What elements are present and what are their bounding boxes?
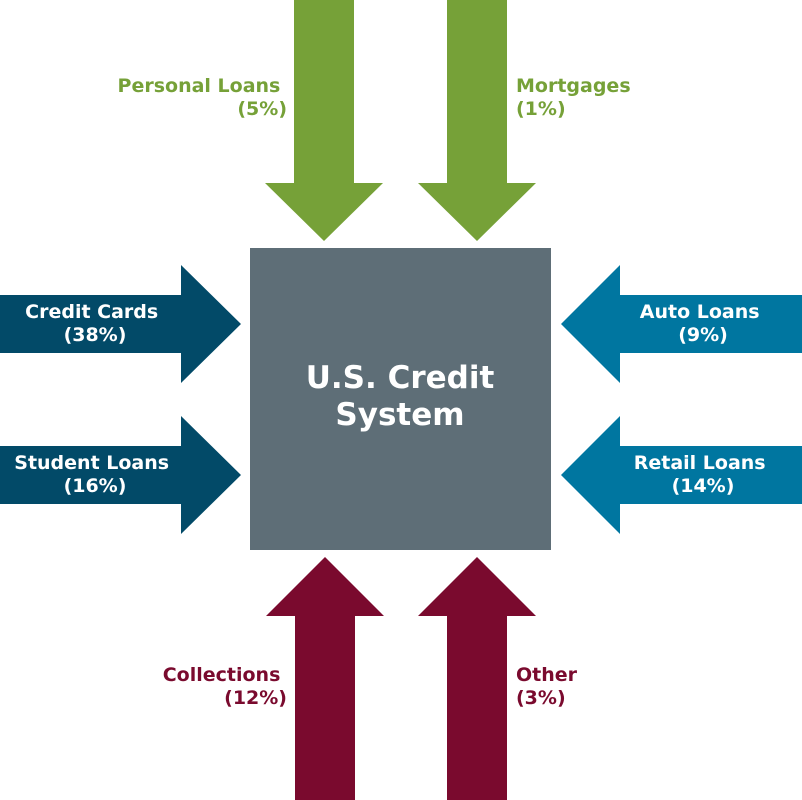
- label-auto-loans: Auto Loans (9%): [640, 301, 766, 346]
- retail-loans-pct: (14%): [672, 475, 735, 497]
- label-retail-loans: Retail Loans (14%): [634, 452, 773, 497]
- arrow-retail-loans: [561, 416, 802, 534]
- student-loans-pct: (16%): [64, 475, 127, 497]
- center-title-line1: U.S. Credit: [306, 360, 495, 396]
- mortgages-pct: (1%): [516, 98, 566, 120]
- collections-name: Collections: [163, 664, 281, 686]
- credit-cards-pct: (38%): [64, 324, 127, 346]
- center-box: [250, 248, 551, 550]
- collections-pct: (12%): [224, 687, 287, 709]
- center-title-line2: System: [335, 397, 464, 433]
- other-name: Other: [516, 664, 578, 686]
- retail-loans-name: Retail Loans: [634, 452, 766, 474]
- arrow-credit-cards: [0, 265, 241, 383]
- personal-loans-pct: (5%): [237, 98, 287, 120]
- label-mortgages: Mortgages (1%): [516, 75, 637, 120]
- arrow-student-loans: [0, 416, 241, 534]
- auto-loans-name: Auto Loans: [640, 301, 760, 323]
- mortgages-name: Mortgages: [516, 75, 631, 97]
- personal-loans-name: Personal Loans: [118, 75, 281, 97]
- auto-loans-pct: (9%): [678, 324, 728, 346]
- label-student-loans: Student Loans (16%): [14, 452, 175, 497]
- student-loans-name: Student Loans: [14, 452, 169, 474]
- arrow-other: [418, 557, 536, 800]
- other-pct: (3%): [516, 687, 566, 709]
- label-personal-loans: Personal Loans (5%): [118, 75, 287, 120]
- label-credit-cards: Credit Cards (38%): [25, 301, 165, 346]
- arrow-personal-loans: [265, 0, 383, 241]
- arrow-collections: [266, 557, 384, 800]
- arrow-mortgages: [418, 0, 536, 241]
- credit-cards-name: Credit Cards: [25, 301, 158, 323]
- label-other: Other (3%): [516, 664, 584, 709]
- label-collections: Collections (12%): [163, 664, 287, 709]
- arrow-auto-loans: [561, 265, 802, 383]
